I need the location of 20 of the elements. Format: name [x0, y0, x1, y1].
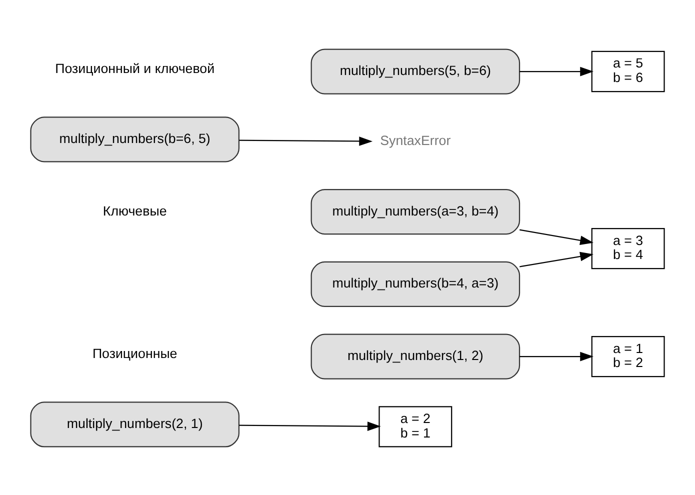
node-box: a = 3 b = 4 [591, 227, 665, 269]
arrow [519, 251, 594, 267]
arrow [239, 136, 373, 146]
arrow [519, 228, 594, 245]
arrow [520, 66, 594, 76]
label: Ключевые [102, 202, 167, 218]
node-box: multiply_numbers(2, 1) [30, 401, 240, 447]
label: Позиционный и ключевой [55, 60, 215, 76]
node-box: multiply_numbers(a=3, b=4) [310, 188, 520, 234]
arrow [520, 351, 594, 361]
label: Позиционные [92, 345, 178, 360]
node-box: multiply_numbers(1, 2) [310, 333, 520, 379]
node-box: a = 1 b = 2 [591, 335, 665, 377]
node-box: multiply_numbers(5, b=6) [310, 48, 520, 94]
node-box: a = 5 b = 6 [591, 50, 665, 92]
node-box: a = 2 b = 1 [378, 406, 452, 447]
node-text: SyntaxError [380, 132, 451, 148]
node-box: multiply_numbers(b=4, a=3) [310, 260, 520, 306]
arrow [239, 421, 381, 430]
node-box: multiply_numbers(b=6, 5) [30, 116, 240, 162]
